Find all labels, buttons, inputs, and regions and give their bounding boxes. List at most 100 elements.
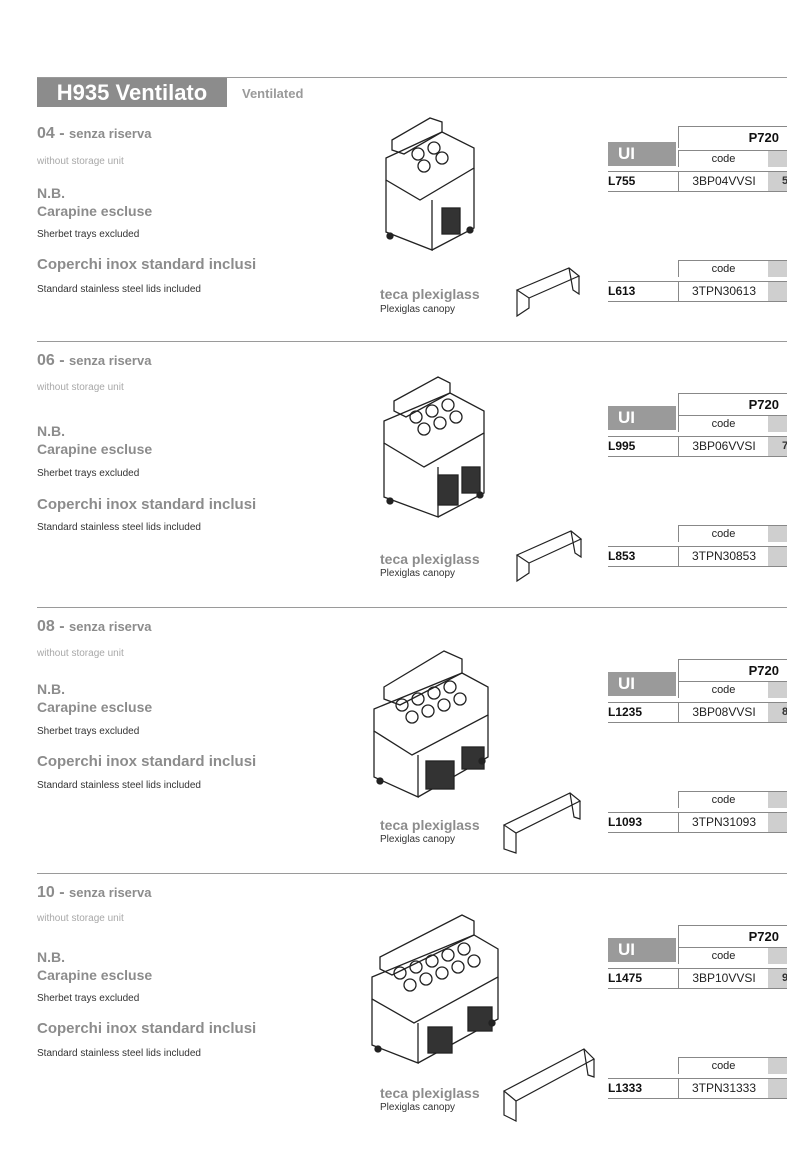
code-header: code: [678, 947, 768, 964]
carapine-label: Carapine escluse: [37, 441, 153, 457]
plexiglas-canopy-image: [502, 1048, 595, 1122]
carapine-label: Carapine escluse: [37, 967, 153, 983]
canopy-label: teca plexiglass: [380, 1085, 480, 1101]
price-label: L755: [608, 174, 636, 188]
canopy-text: Plexiglas canopy: [380, 1102, 456, 1113]
model-subtitle: senza riserva: [69, 885, 152, 900]
model-subtitle: senza riserva: [69, 353, 152, 368]
product-code: 3BP08VVSI: [678, 703, 769, 722]
price-cell-shade: [768, 282, 787, 301]
gelato-cabinet-10-image: [371, 914, 499, 1064]
sherbet-text: Sherbet trays excluded: [37, 229, 140, 240]
lids-label: Coperchi inox standard inclusi: [37, 496, 257, 513]
price-label: L613: [608, 284, 636, 298]
canopy-text: Plexiglas canopy: [380, 568, 456, 579]
lids-text: Standard stainless steel lids included: [37, 1048, 201, 1059]
header-rule: [37, 77, 787, 78]
section-divider: [37, 607, 787, 608]
price-row-main: L755 3BP04VVSI 5: [608, 171, 787, 192]
p720-header: P720: [678, 925, 787, 947]
carapine-label: Carapine escluse: [37, 203, 153, 219]
without-storage-text: without storage unit: [37, 382, 124, 393]
price-row-main: L1475 3BP10VVSI 9: [608, 968, 787, 989]
p720-header: P720: [678, 659, 787, 681]
page-subtitle: Ventilated: [242, 86, 304, 101]
price-cell-shade: [768, 813, 787, 832]
price-label: L1333: [608, 1081, 643, 1095]
price-cell-shade: [768, 172, 787, 191]
code-header-shade: [768, 1057, 787, 1074]
code-header-shade: [768, 947, 787, 964]
product-code: 3BP06VVSI: [678, 437, 769, 456]
product-code: 3TPN31333: [678, 1079, 769, 1098]
truncated-price: 9: [782, 972, 787, 984]
gelato-cabinet-6-image: [383, 376, 485, 518]
truncated-price: 5: [782, 175, 787, 187]
without-storage-text: without storage unit: [37, 648, 124, 659]
lids-text: Standard stainless steel lids included: [37, 522, 201, 533]
without-storage-text: without storage unit: [37, 913, 124, 924]
plexiglas-canopy-image: [502, 792, 582, 854]
lids-label: Coperchi inox standard inclusi: [37, 256, 257, 273]
product-code: 3BP04VVSI: [678, 172, 769, 191]
sherbet-text: Sherbet trays excluded: [37, 726, 140, 737]
nb-label: N.B.: [37, 185, 65, 201]
price-row-canopy: L613 3TPN30613: [608, 281, 787, 302]
plexiglas-canopy-image: [515, 267, 581, 318]
model-number: 10 -: [37, 884, 65, 901]
lids-label: Coperchi inox standard inclusi: [37, 1020, 257, 1037]
nb-label: N.B.: [37, 949, 65, 965]
lids-text: Standard stainless steel lids included: [37, 284, 201, 295]
price-cell-shade: [768, 547, 787, 566]
ui-badge: UI: [608, 406, 676, 430]
p720-header: P720: [678, 393, 787, 415]
product-code: 3TPN30613: [678, 282, 769, 301]
code-header: code: [678, 260, 768, 277]
price-row-canopy: L1333 3TPN31333: [608, 1078, 787, 1099]
p720-header: P720: [678, 126, 787, 148]
code-header: code: [678, 791, 768, 808]
model-number: 06 -: [37, 352, 65, 369]
lids-label: Coperchi inox standard inclusi: [37, 753, 257, 770]
price-label: L995: [608, 439, 636, 453]
canopy-label: teca plexiglass: [380, 551, 480, 567]
product-code: 3BP10VVSI: [678, 969, 769, 988]
product-code: 3TPN31093: [678, 813, 769, 832]
canopy-text: Plexiglas canopy: [380, 834, 456, 845]
ui-badge: UI: [608, 672, 676, 696]
model-subtitle: senza riserva: [69, 126, 152, 141]
sherbet-text: Sherbet trays excluded: [37, 468, 140, 479]
price-cell-shade: [768, 1079, 787, 1098]
canopy-label: teca plexiglass: [380, 286, 480, 302]
canopy-label: teca plexiglass: [380, 817, 480, 833]
section-divider: [37, 873, 787, 874]
code-header-shade: [768, 681, 787, 698]
sherbet-text: Sherbet trays excluded: [37, 993, 140, 1004]
code-header-shade: [768, 150, 787, 167]
truncated-price: 7: [782, 440, 787, 452]
model-number: 08 -: [37, 618, 65, 635]
price-row-main: L1235 3BP08VVSI 8: [608, 702, 787, 723]
price-label: L1475: [608, 971, 643, 985]
model-heading: 10 - senza riserva: [37, 884, 151, 902]
page-title: H935 Ventilato: [37, 78, 227, 107]
code-header-shade: [768, 260, 787, 277]
carapine-label: Carapine escluse: [37, 699, 153, 715]
plexiglas-canopy-image: [515, 530, 583, 583]
ui-badge: UI: [608, 938, 676, 962]
section-divider: [37, 341, 787, 342]
price-label: L853: [608, 549, 636, 563]
canopy-text: Plexiglas canopy: [380, 304, 456, 315]
price-row-main: L995 3BP06VVSI 7: [608, 436, 787, 457]
price-row-canopy: L1093 3TPN31093: [608, 812, 787, 833]
lids-text: Standard stainless steel lids included: [37, 780, 201, 791]
model-heading: 04 - senza riserva: [37, 125, 151, 143]
gelato-cabinet-8-image: [373, 650, 489, 799]
ui-badge: UI: [608, 142, 676, 166]
model-heading: 06 - senza riserva: [37, 352, 151, 370]
model-subtitle: senza riserva: [69, 619, 152, 634]
price-cell-shade: [768, 703, 787, 722]
code-header-shade: [768, 415, 787, 432]
model-heading: 08 - senza riserva: [37, 618, 151, 636]
model-number: 04 -: [37, 125, 65, 142]
